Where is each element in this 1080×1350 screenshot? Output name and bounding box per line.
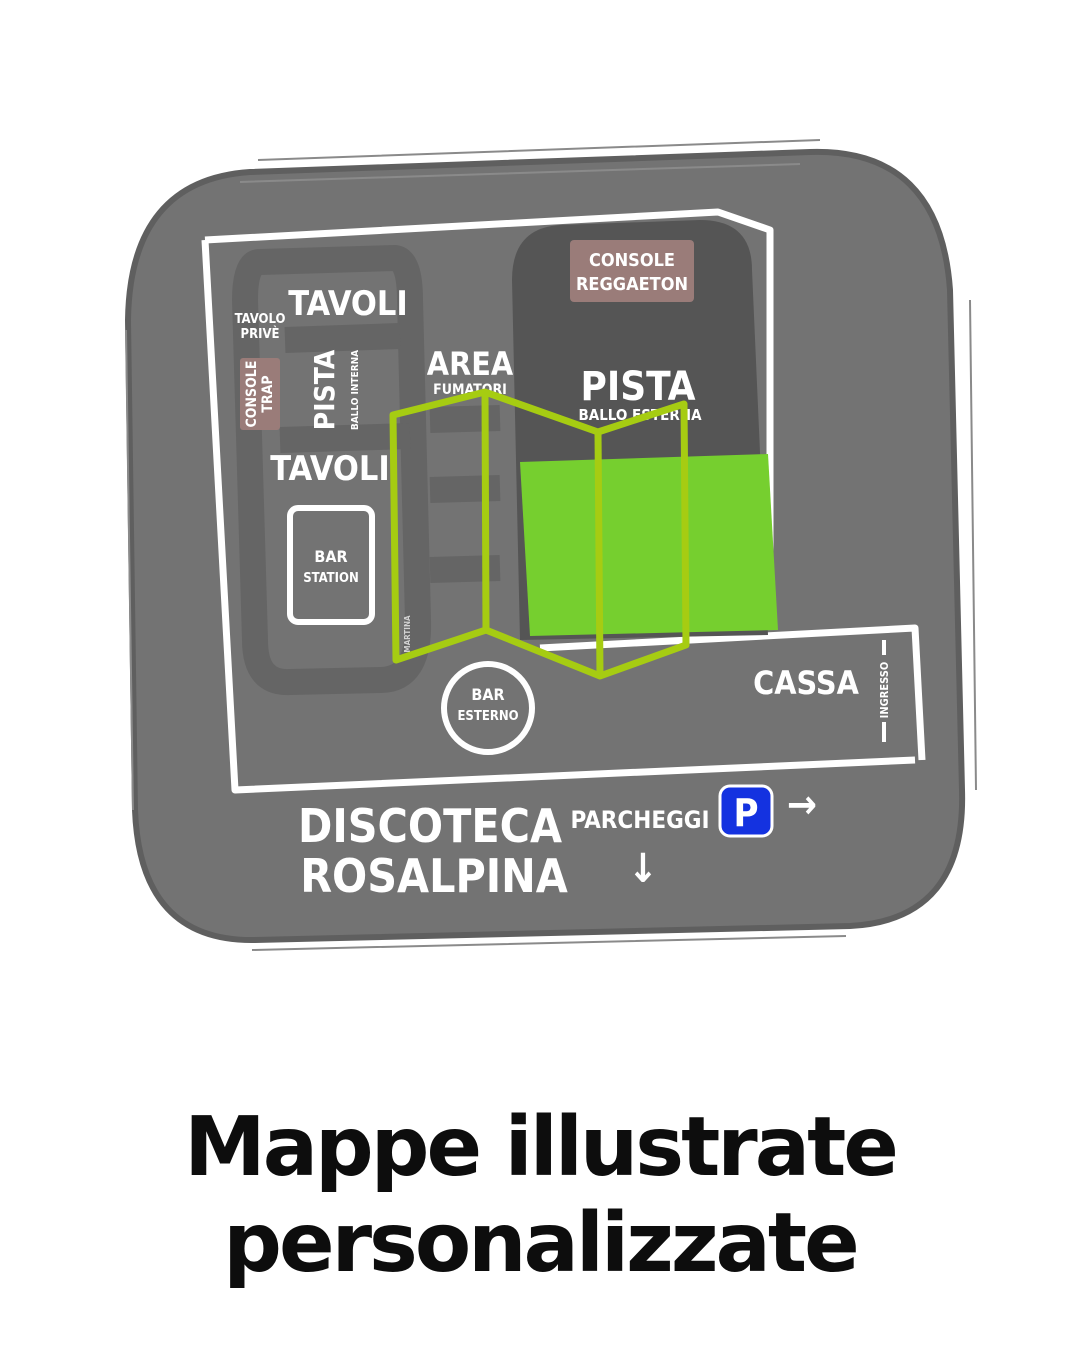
label-console-reggaeton-2: REGGAETON [576, 274, 688, 295]
label-bar-station-1: BAR [314, 547, 347, 566]
console-trap-tag [240, 358, 280, 430]
inner-room-outline [232, 245, 501, 696]
venue-map-illustration: TAVOLI TAVOLO PRIVÈ CONSOLE TRAP PISTA B… [124, 139, 977, 951]
ingresso-marker: INGRESSO [878, 640, 891, 742]
label-console-reggaeton-1: CONSOLE [589, 250, 675, 271]
label-bar-station-2: STATION [303, 571, 359, 586]
label-rosalpina: ROSALPINA [300, 849, 568, 903]
venue-map-svg: TAVOLI TAVOLO PRIVÈ CONSOLE TRAP PISTA B… [124, 139, 977, 951]
label-pista-interna: PISTA [308, 349, 341, 430]
artist-signature: MARTINA [403, 615, 412, 653]
caption-line-1: Mappe illustrate [184, 1100, 899, 1195]
label-console-trap-1: CONSOLE [244, 361, 260, 428]
arrow-right-icon: → [787, 782, 817, 828]
bar-station-box [287, 505, 375, 625]
label-area: AREA [427, 345, 514, 383]
label-parcheggi: PARCHEGGI [570, 806, 709, 834]
arrow-down-icon: ↓ [628, 846, 658, 892]
parking-sign-letter: P [733, 791, 758, 835]
green-highlight-area [520, 454, 778, 636]
parking-sign-icon: P [718, 784, 774, 838]
label-ballo-interna: BALLO INTERNA [350, 350, 361, 430]
label-tavoli-bottom: TAVOLI [270, 449, 390, 489]
label-cassa: CASSA [753, 664, 859, 702]
label-tavolo-prive-2: PRIVÈ [241, 326, 280, 342]
folded-map-icon [389, 388, 690, 680]
label-tavoli-top: TAVOLI [288, 284, 408, 324]
label-bar-esterno-2: ESTERNO [457, 709, 518, 724]
page-caption: Mappe illustrate personalizzate [0, 1100, 1080, 1292]
label-bar-esterno-1: BAR [471, 685, 504, 704]
console-reggaeton-tag [570, 240, 694, 302]
label-console-trap-2: TRAP [260, 375, 276, 412]
caption-line-2: personalizzate [223, 1196, 859, 1291]
label-discoteca: DISCOTECA [298, 799, 562, 853]
label-pista-esterna: PISTA [581, 364, 696, 410]
label-tavolo-prive-1: TAVOLO [235, 312, 286, 327]
building-outline [201, 208, 926, 794]
label-ingresso: INGRESSO [878, 662, 891, 719]
bar-esterno-circle [441, 661, 535, 755]
